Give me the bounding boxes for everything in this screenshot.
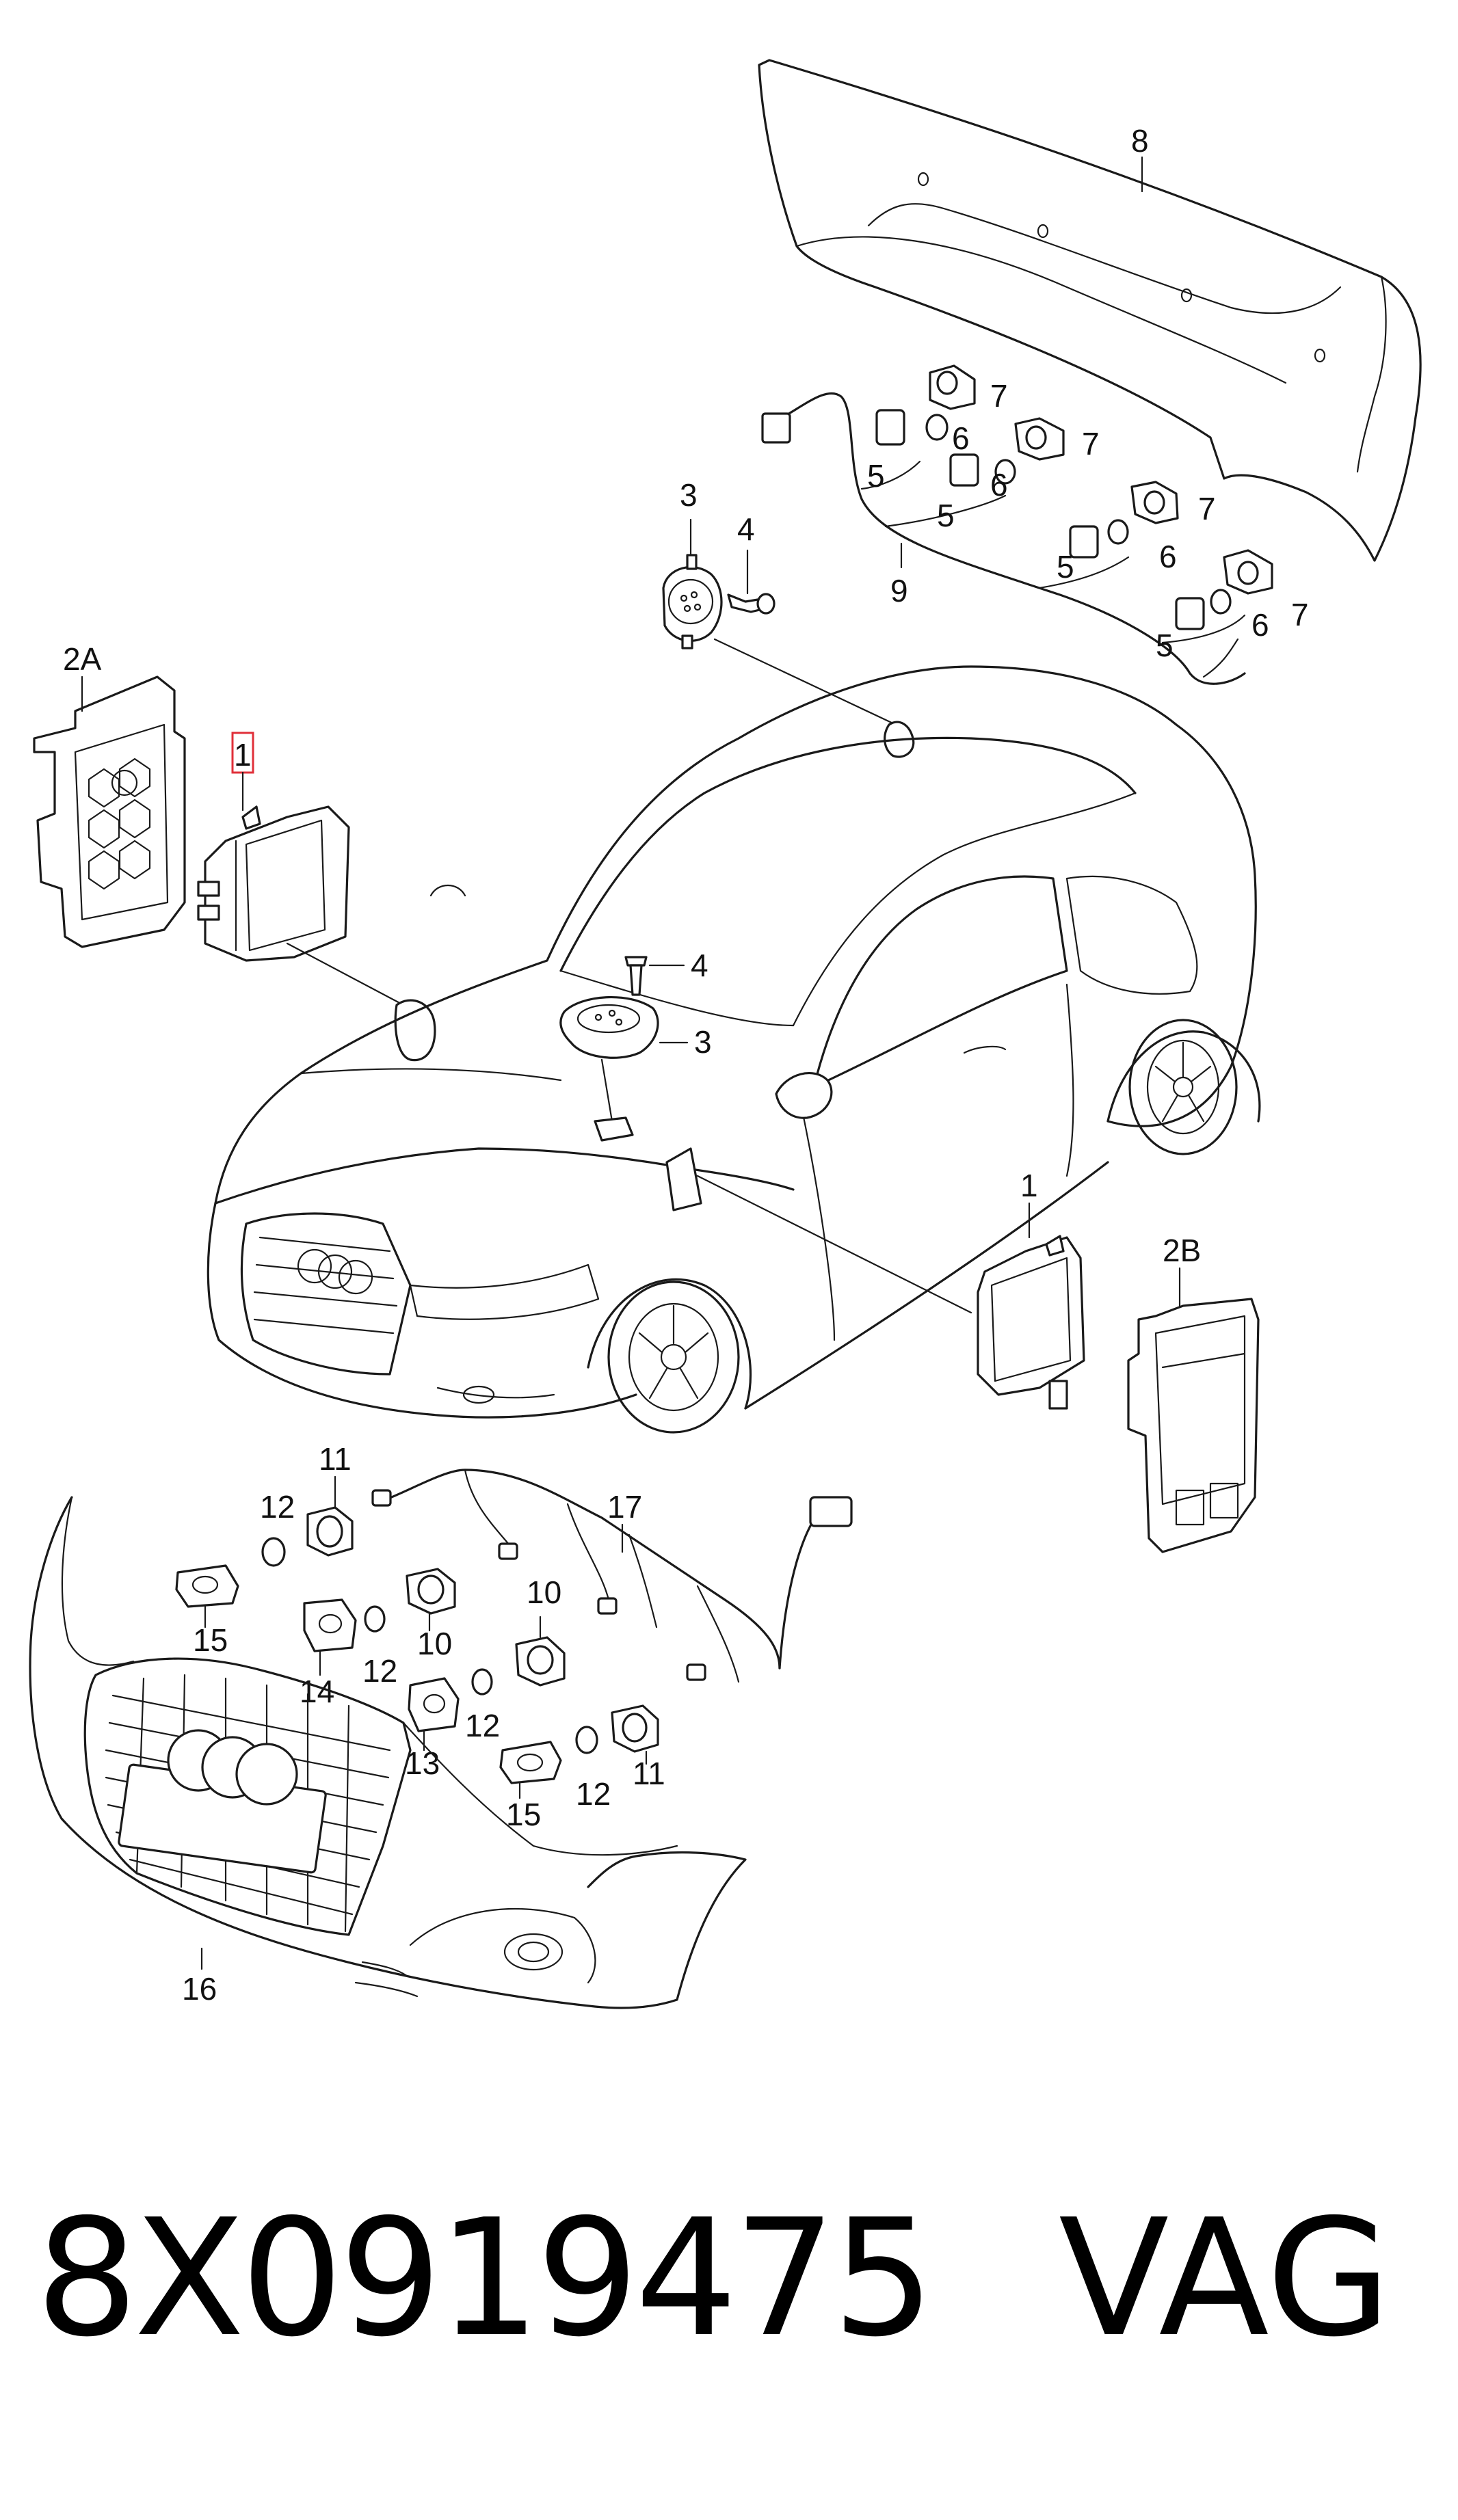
part-number: 8X0919475 [36,2184,935,2372]
label-10b: 10 [527,1574,561,1610]
rear-bumper [758,59,1422,562]
bracket-14 [303,1598,357,1652]
rear-sensor-set-4 [1175,549,1273,630]
label-5a: 5 [867,458,885,494]
label-2b: 2B [1163,1233,1201,1268]
seal-12a [261,1537,286,1567]
label-7d: 7 [1291,597,1309,632]
car-body [207,665,1261,1434]
leader-control-unit-to-car [286,942,405,1006]
rear-sensor-set-1 [875,364,976,446]
label-11b: 11 [633,1756,665,1791]
sensor-10b [515,1636,566,1687]
leader-car-to-control-unit-2 [696,1175,972,1314]
rear-harness [761,392,1246,685]
bracket-2b [1127,1298,1260,1553]
label-1-highlight: 1 [234,737,252,773]
label-7b: 7 [1082,426,1100,461]
label-10a: 10 [417,1626,452,1661]
label-7c: 7 [1198,491,1216,526]
label-12a: 12 [260,1489,295,1525]
bracket-15a [175,1564,239,1608]
label-4-rear: 4 [737,511,755,547]
label-15b: 15 [506,1797,541,1832]
rear-sensor-set-2 [949,417,1065,487]
label-12c: 12 [465,1708,500,1743]
label-6c: 6 [1159,539,1177,574]
mount-outline-front-left [394,999,436,1062]
label-6a: 6 [952,420,970,456]
label-6b: 6 [990,467,1008,502]
label-3-rear: 3 [680,477,698,513]
bracket-15b [499,1741,562,1784]
mount-outline-front-right [665,1147,702,1211]
buzzer-rear [662,554,723,649]
label-4-front: 4 [691,948,708,983]
brand-name: VAG [1059,2184,1392,2372]
seal-12b [364,1605,386,1633]
label-9: 9 [890,573,908,608]
label-2a: 2A [63,641,102,677]
seal-12c [471,1668,493,1695]
label-5c: 5 [1057,549,1074,585]
label-1-second: 1 [1020,1168,1038,1203]
label-16: 16 [182,1971,217,2007]
parts-diagram: 8 9 7 7 7 7 6 6 6 6 5 [29,59,1422,2009]
control-unit-1 [197,805,350,962]
leader-buzzer-front-to-car [600,1058,613,1123]
label-7a: 7 [990,378,1008,414]
label-15a: 15 [193,1622,228,1658]
front-harness [371,1469,853,1683]
label-17: 17 [607,1489,642,1525]
control-unit-2 [977,1235,1085,1410]
label-5d: 5 [1156,628,1174,663]
label-12d: 12 [576,1776,611,1812]
rear-sensor-set-3 [1069,481,1179,559]
bracket-2a [33,675,186,948]
label-8: 8 [1131,123,1149,159]
mount-outline-front-center [594,1116,634,1142]
bracket-13 [408,1677,460,1732]
seal-12d [575,1726,598,1754]
label-5b: 5 [937,498,955,533]
label-11a: 11 [319,1441,352,1477]
label-6d: 6 [1251,607,1269,643]
sensor-11a [306,1506,354,1557]
front-bumper [29,1496,747,2009]
sensor-10a [406,1568,456,1615]
screw-front [624,956,648,996]
label-12b: 12 [362,1653,397,1689]
screw-rear [727,593,776,615]
buzzer-front [559,995,659,1059]
leader-buzzer-rear-to-car [713,638,897,726]
label-3-front: 3 [694,1024,712,1060]
sensor-11b [611,1704,659,1753]
